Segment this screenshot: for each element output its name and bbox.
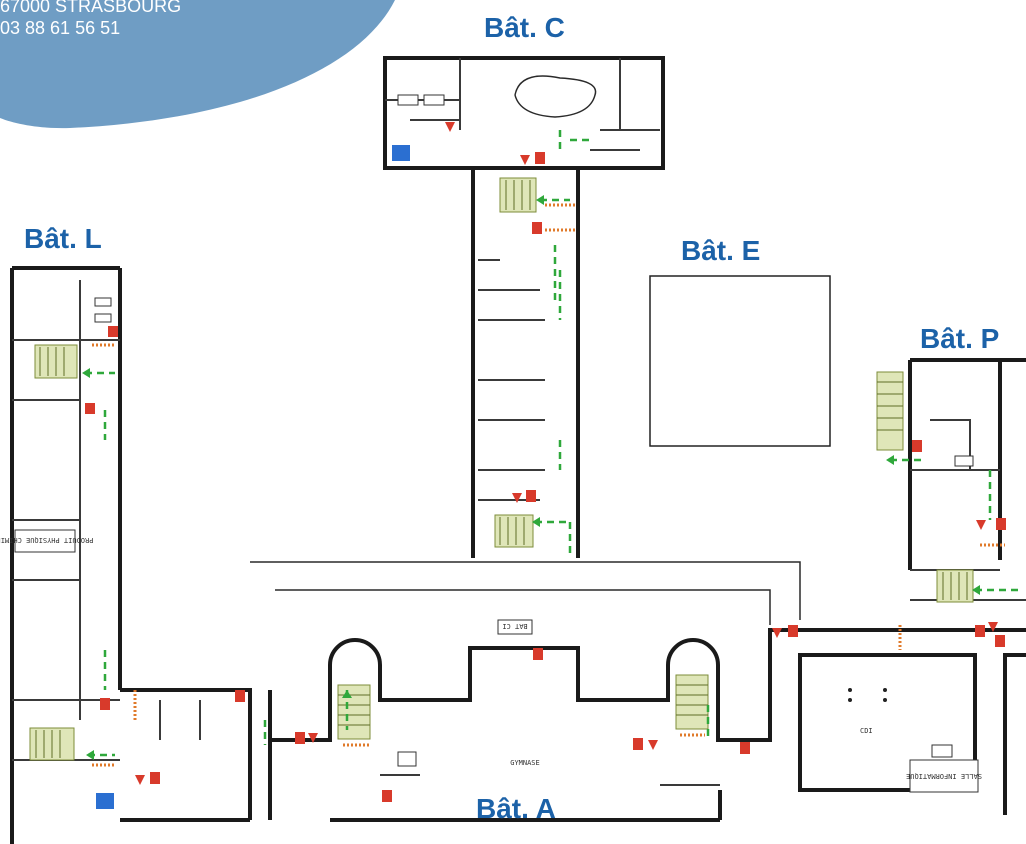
salle-informatique-label: SALLE INFORMATIQUE [906,772,982,780]
building-c [383,56,665,558]
building-p-label: Bât. P [920,323,999,354]
stairs-a-left [337,684,371,740]
produit-label: PRODUIT PHYSIQUE CHIMIE [0,536,93,544]
address-city: 67000 STRASBOURG [0,0,181,16]
building-l: PRODUIT PHYSIQUE CHIMIE [0,266,122,844]
cdi-label: CDI [860,727,873,735]
building-e-outline [649,275,831,447]
address-bubble: 67000 STRASBOURG 03 88 61 56 51 [0,0,395,129]
stairs-p-lower [936,569,974,603]
building-c-label: Bât. C [484,12,565,43]
stairs-p-upper [876,371,904,451]
phone-number: 03 88 61 56 51 [0,18,120,38]
accessible-toilet-icon [392,145,410,161]
building-e-label: Bât. E [681,235,760,266]
fire-alarm-icon [445,122,455,132]
stairs-a-right [675,674,709,730]
stairs-c [499,177,537,213]
building-a: BAT CI GYMNASE [250,561,801,822]
building-l-label: Bât. L [24,223,102,254]
gymnase-label: GYMNASE [510,759,540,767]
connector-l-a [120,688,252,822]
building-p: CDI SALLE INFORMATIQUE [772,358,1026,815]
bat-ci-sign: BAT CI [502,622,527,630]
building-a-label: Bât. A [476,793,556,824]
fire-extinguisher-icon [535,152,545,164]
